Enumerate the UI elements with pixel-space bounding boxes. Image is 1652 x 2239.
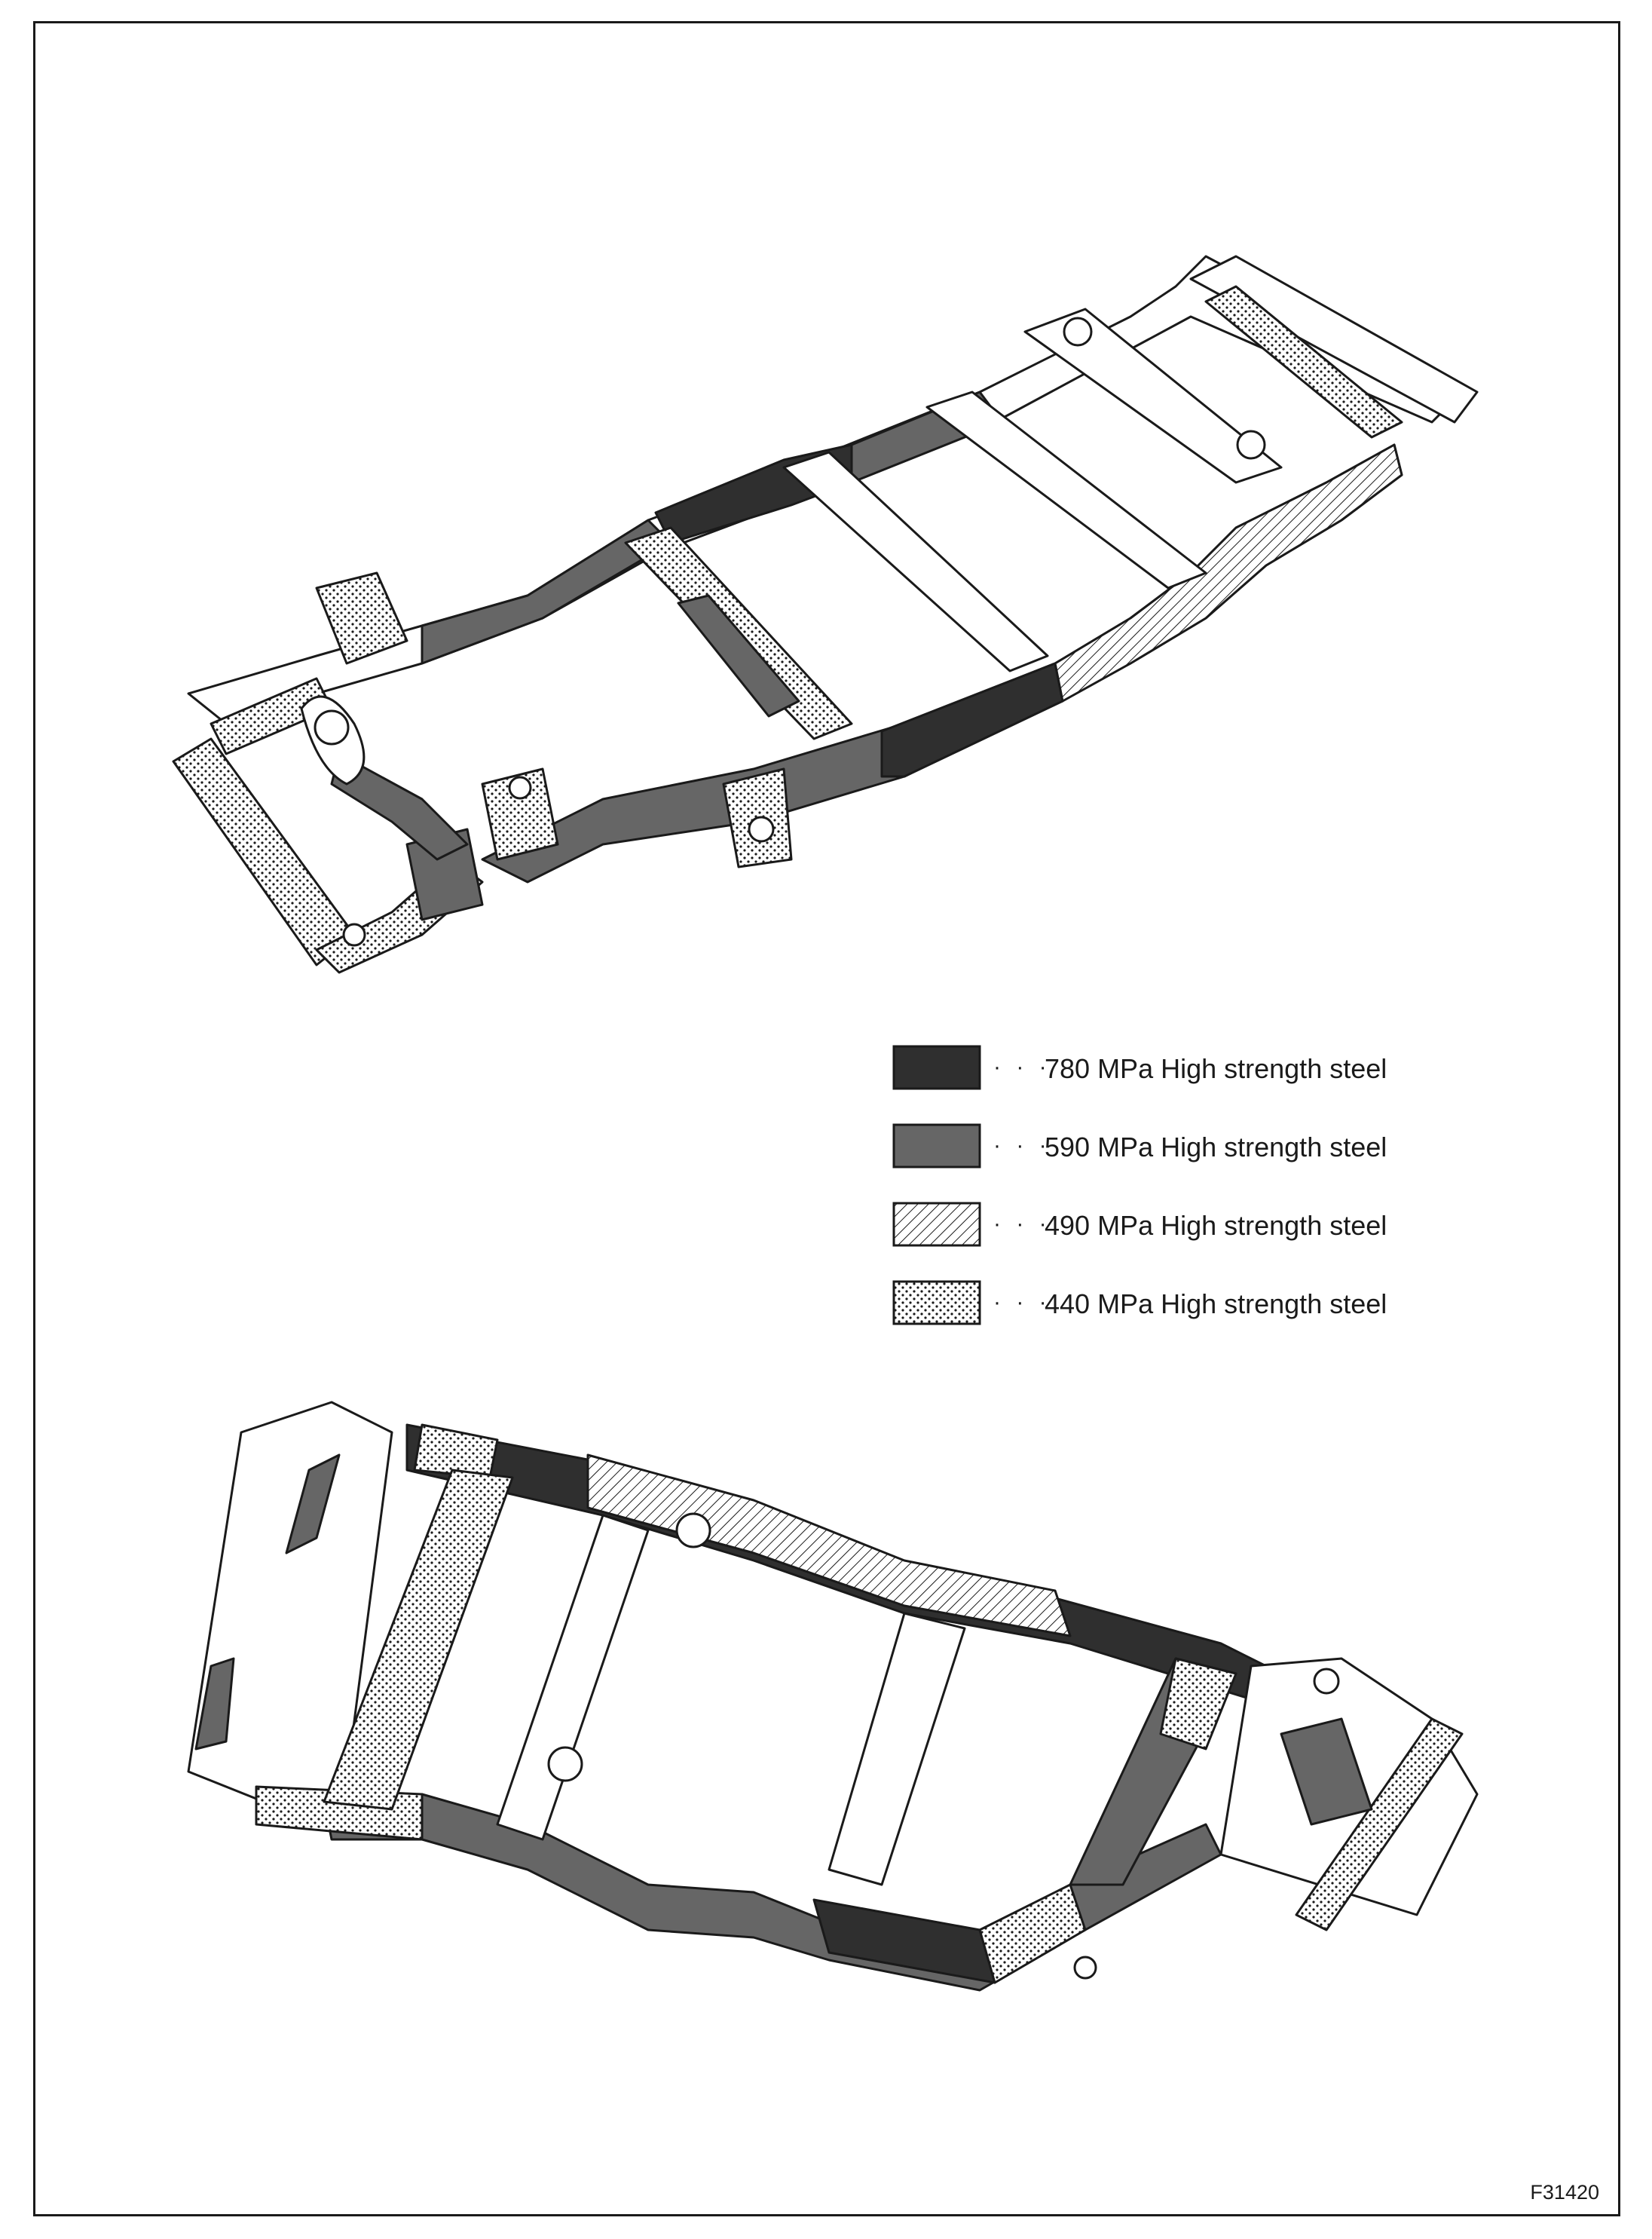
top-front-crossmember: [172, 737, 356, 966]
legend-swatch-590: [892, 1123, 981, 1169]
top-lower-arm-590: [330, 752, 469, 861]
legend-label-590: 590 MPa High strength steel: [1045, 1132, 1387, 1162]
bottom-rear-bumper-pad-1: [285, 1453, 341, 1554]
legend-swatch-440: [892, 1280, 981, 1325]
top-front-mount: [481, 767, 559, 861]
legend-label-490: 490 MPa High strength steel: [1045, 1210, 1387, 1241]
top-rear-cross-440: [1204, 285, 1403, 439]
top-near-rail-490: [1054, 443, 1403, 703]
top-crossmember-4: [1023, 308, 1283, 484]
top-crossmember-1-590: [677, 594, 800, 718]
top-crossmember-3: [925, 391, 1207, 590]
legend-leader-2: · · ·: [993, 1133, 1051, 1158]
bottom-crossmember-2: [496, 1514, 650, 1841]
legend-swatch-490: [892, 1202, 981, 1247]
legend-leader-1: · · ·: [993, 1055, 1051, 1080]
bottom-rear-cross-440: [323, 1469, 514, 1811]
legend-leader-3: · · ·: [993, 1211, 1051, 1236]
legend: · · · · · · · · · · · · 780 MPa High str…: [892, 1045, 1387, 1325]
bottom-front-arm: [1280, 1717, 1373, 1826]
frame-top-view: [172, 255, 1479, 974]
top-rear-crossmember: [1189, 255, 1479, 424]
top-front-bracket: [315, 571, 408, 665]
bottom-rear-bumper-pad-2: [194, 1657, 235, 1750]
top-near-rail: [481, 443, 1403, 884]
frame-bottom-view: [187, 1401, 1479, 1992]
figure-border: [33, 21, 1620, 2216]
bottom-upper-rail-490: [586, 1453, 1072, 1637]
top-crossmember-2: [782, 451, 1049, 672]
legend-swatch-780: [892, 1045, 981, 1090]
legend-label-780: 780 MPa High strength steel: [1045, 1053, 1387, 1084]
legend-leader-4: · · ·: [993, 1290, 1051, 1315]
bottom-front-crossbar-440: [1295, 1717, 1464, 1931]
bottom-lower-rail-440: [978, 1883, 1087, 1984]
legend-label-440: 440 MPa High strength steel: [1045, 1288, 1387, 1319]
bottom-crossmember-3: [828, 1612, 966, 1886]
top-near-rail-780: [880, 662, 1064, 778]
figure-id: F31420: [1530, 2181, 1599, 2204]
bottom-crossmember-4-440: [1159, 1657, 1237, 1750]
